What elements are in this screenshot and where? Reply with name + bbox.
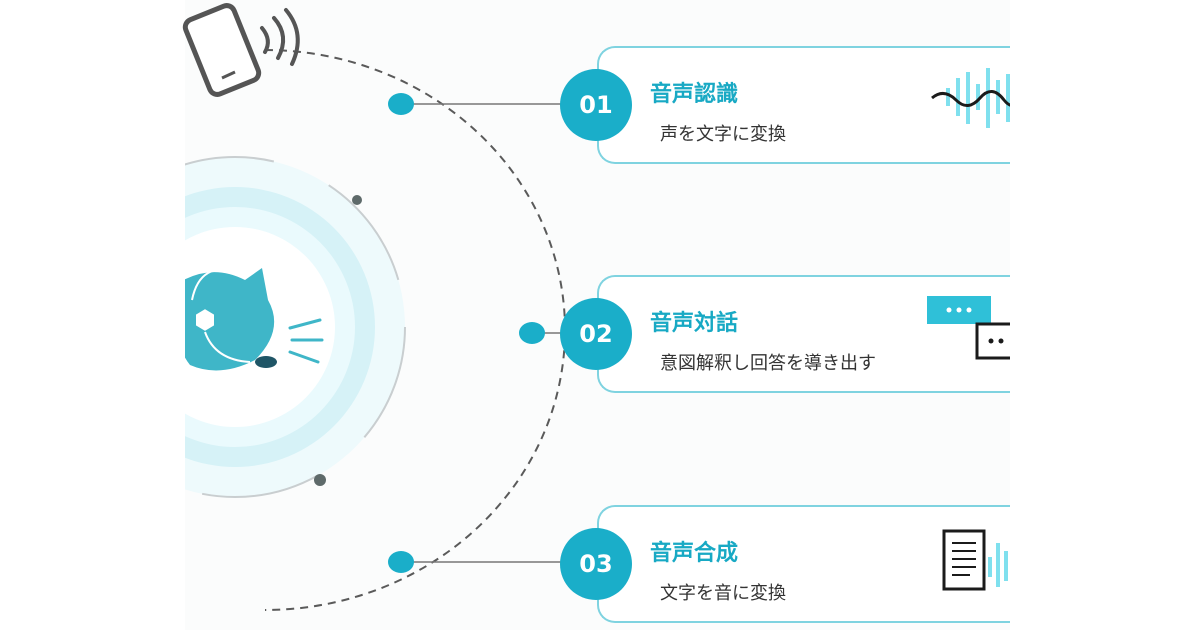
step-title-03: 音声合成 — [650, 541, 739, 566]
step-card-02 — [597, 275, 1037, 393]
step-number-02: 02 — [560, 298, 632, 370]
connector-dot-01 — [388, 93, 414, 115]
connector-dot-03 — [388, 551, 414, 573]
right-margin — [1010, 0, 1200, 630]
ring-node-top — [352, 195, 362, 205]
step-number-01: 01 — [560, 69, 632, 141]
chat-bubbles-icon — [927, 296, 1015, 360]
document-audio-icon — [942, 529, 1016, 591]
step-title-01: 音声認識 — [650, 82, 739, 107]
step-desc-02: 意図解釈し回答を導き出す — [660, 353, 876, 374]
step-desc-03: 文字を音に変換 — [660, 583, 786, 604]
step-desc-01: 声を文字に変換 — [660, 124, 786, 145]
sound-wave-icon — [931, 68, 1018, 128]
ring-node-bottom — [314, 474, 326, 486]
cat-headset-icon — [185, 268, 324, 371]
step-title-02: 音声対話 — [650, 311, 739, 336]
connector-dot-02 — [519, 322, 545, 344]
smartphone-signal-icon — [182, 3, 300, 97]
step-number-03: 03 — [560, 528, 632, 600]
outer-ring-outline — [185, 156, 406, 498]
